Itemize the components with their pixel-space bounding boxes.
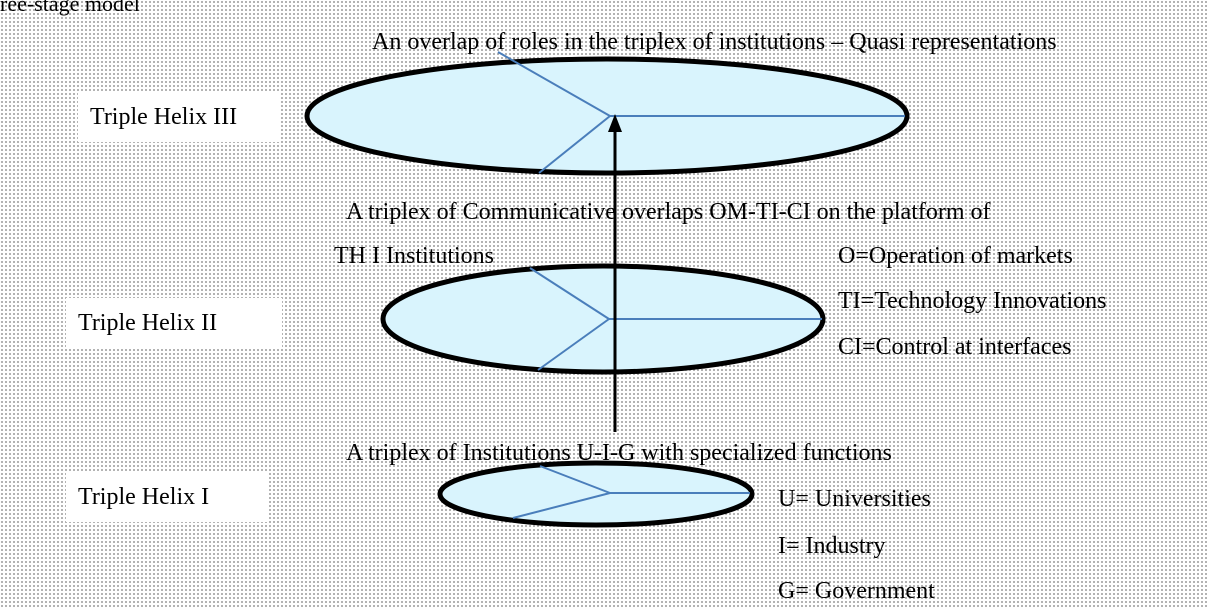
helix-1-legend-universities: U= Universities <box>778 486 931 512</box>
figure-caption: ree-stage model <box>0 0 140 16</box>
helix-1-legend-government: G= Government <box>778 578 935 604</box>
helix-3-spoke-down <box>538 115 611 174</box>
level-label-helix-3: Triple Helix III <box>78 92 280 142</box>
helix-1-spoke-down <box>512 492 611 519</box>
helix-3-spoke-up <box>497 51 611 117</box>
helix-3-ellipse-group <box>304 51 910 176</box>
helix-2-ellipse <box>380 263 826 375</box>
helix-1-ellipse <box>437 460 755 528</box>
helix-2-description-line1: A triplex of Communicative overlaps OM-T… <box>346 199 991 225</box>
level-label-helix-2: Triple Helix II <box>66 298 282 348</box>
helix-2-description-line2: TH I Institutions <box>334 243 494 269</box>
helix-2-legend-control-interfaces: CI=Control at interfaces <box>838 334 1072 360</box>
helix-1-description: A triplex of Institutions U-I-G with spe… <box>346 440 892 466</box>
helix-2-spoke-up <box>529 267 610 320</box>
level-label-helix-1: Triple Helix I <box>66 472 268 522</box>
helix-1-spoke-up <box>539 465 611 494</box>
evolution-arrow <box>608 114 622 432</box>
evolution-arrow-head <box>608 114 622 132</box>
helix-2-legend-technology-innovations: TI=Technology Innovations <box>838 288 1107 314</box>
helix-2-legend-operation-markets: O=Operation of markets <box>838 243 1073 269</box>
helix-3-description: An overlap of roles in the triplex of in… <box>372 29 1057 55</box>
helix-2-ellipse-group <box>380 263 826 375</box>
helix-1-legend-industry: I= Industry <box>778 533 886 559</box>
helix-3-ellipse <box>304 56 910 176</box>
helix-2-spoke-down <box>537 318 610 371</box>
helix-1-ellipse-group <box>437 460 755 528</box>
